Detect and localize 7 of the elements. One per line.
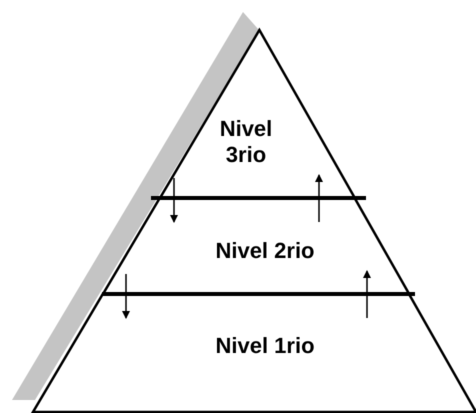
arrow xyxy=(315,174,323,222)
level-label: Nivel 3rio xyxy=(218,116,274,168)
level-label: Nivel 2rio xyxy=(214,238,316,264)
arrow xyxy=(363,270,371,318)
arrow xyxy=(170,178,178,223)
arrow xyxy=(122,274,130,319)
level-label: Nivel 1rio xyxy=(214,333,316,359)
